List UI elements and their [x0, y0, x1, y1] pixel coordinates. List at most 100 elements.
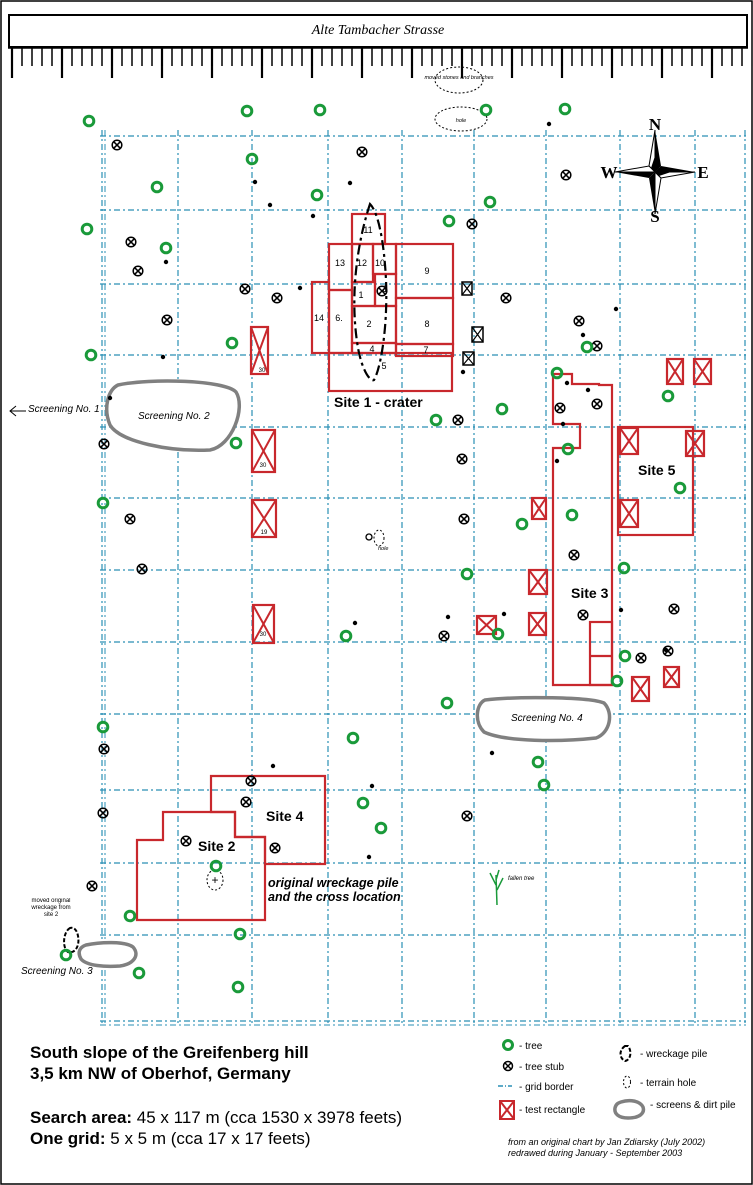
tree-stub-icon — [356, 146, 368, 158]
dot-marker — [585, 387, 591, 393]
tree-icon — [661, 389, 675, 403]
tree-stub-icon — [577, 609, 589, 621]
tree-icon — [209, 859, 223, 873]
test-rectangle — [250, 498, 278, 539]
cell-10: 10 — [375, 258, 385, 268]
hole-top-note: hole — [456, 118, 466, 124]
cross-symbol: + — [211, 873, 218, 887]
screening-no-2-label: Screening No. 2 — [138, 411, 210, 422]
tree-icon — [440, 696, 454, 710]
dot-marker — [270, 763, 276, 769]
rect-num-30c: 30 — [260, 632, 267, 638]
legend-tree-icon — [502, 1039, 514, 1051]
tree-icon — [460, 567, 474, 581]
tree-icon — [245, 152, 259, 166]
tree-icon — [537, 778, 551, 792]
legend-screens-label: - screens & dirt pile — [650, 1100, 736, 1111]
test-rectangle-cross — [666, 358, 684, 385]
tree-icon — [240, 104, 254, 118]
cell-9: 9 — [424, 266, 429, 276]
tree-icon — [229, 436, 243, 450]
tree-icon — [96, 720, 110, 734]
site3-outline — [551, 372, 614, 687]
test-rectangle — [665, 357, 685, 386]
site1-cells — [310, 212, 455, 393]
tree-stub-icon — [635, 652, 647, 664]
cell-numbers: 11 13 12 10 9 1 3 14 6. 2 8 4 7 5 — [314, 225, 430, 371]
dot-marker — [460, 369, 466, 375]
dot-marker — [163, 259, 169, 265]
tree-stub-icon — [458, 513, 470, 525]
test-rectangle-cross — [693, 358, 712, 385]
tree-icon — [610, 674, 624, 688]
tree-stub-icon — [573, 315, 585, 327]
moved-stones-outline — [434, 66, 484, 94]
cell-3: 3 — [382, 284, 387, 294]
cell-5: 5 — [381, 361, 386, 371]
dot-marker — [297, 285, 303, 291]
tree-icon — [159, 241, 173, 255]
test-rectangle-cross — [251, 499, 277, 538]
site2-label: Site 2 — [198, 838, 236, 854]
test-rectangle — [475, 614, 498, 636]
hole-mid-outline — [373, 529, 385, 547]
site4-label: Site 4 — [266, 808, 304, 824]
tree-stub-icon — [560, 169, 572, 181]
dot-marker — [445, 614, 451, 620]
tree-stub-icon — [132, 265, 144, 277]
moved-wreckage-note-box: moved original wreckage from site 2 — [31, 898, 71, 918]
legend-stub-label: - tree stub — [519, 1062, 564, 1073]
compass-e: E — [697, 163, 708, 182]
moved-wreckage-note: moved original wreckage from site 2 — [31, 898, 71, 918]
tree-icon — [80, 222, 94, 236]
dot-marker — [107, 395, 113, 401]
hole-top-outline — [434, 106, 488, 132]
one-grid-label: One grid: — [30, 1129, 106, 1148]
trees — [59, 102, 687, 994]
site5-label: Site 5 — [638, 462, 676, 478]
black-marker-cross — [471, 326, 484, 343]
test-rectangle — [618, 426, 640, 456]
test-rectangle — [692, 357, 713, 386]
test-rectangle — [527, 568, 549, 596]
cell-1: 1 — [358, 290, 363, 300]
tree-stub-icon — [111, 139, 123, 151]
cell-11: 11 — [363, 225, 372, 235]
cell-7: 7 — [423, 345, 428, 355]
legend-wreckage-label: - wreckage pile — [640, 1049, 708, 1060]
test-rectangle — [684, 429, 706, 458]
dot-marker — [554, 458, 560, 464]
test-rectangle — [530, 496, 548, 521]
rect-num-19: 19 — [261, 530, 268, 536]
title-line-2: 3,5 km NW of Oberhof, Germany — [30, 1064, 291, 1083]
black-marker-box — [462, 351, 475, 366]
tree-stub-icon — [591, 398, 603, 410]
screening-no-1-arrow — [9, 405, 26, 417]
test-rectangle-cross — [631, 676, 650, 702]
one-grid-value: 5 x 5 m (cca 17 x 17 feets) — [105, 1129, 311, 1148]
compass-w: W — [601, 163, 618, 182]
cell-13: 13 — [335, 258, 345, 268]
black-marker-box — [471, 326, 484, 343]
tree-icon — [96, 496, 110, 510]
tree-stub-icon — [568, 549, 580, 561]
test-rectangle-cross — [528, 569, 548, 595]
site5-outline — [616, 425, 695, 537]
legend-rect-icon — [499, 1100, 515, 1120]
test-rectangle — [662, 665, 681, 689]
rect-numbers: 30 30 19 30 — [259, 368, 268, 638]
test-rectangle — [250, 428, 277, 474]
cell-4: 4 — [369, 344, 374, 354]
credit-note: from an original chart by Jan Zdiarsky (… — [508, 1137, 705, 1159]
tree-stub-icon — [240, 796, 252, 808]
test-rectangle-cross — [252, 604, 275, 644]
tree-stubs — [86, 139, 680, 892]
cell-12: 12 — [357, 258, 367, 268]
test-rectangle-cross — [251, 429, 276, 473]
screening-no-4-pile — [475, 695, 612, 743]
tree-icon — [82, 114, 96, 128]
tree-icon — [429, 413, 443, 427]
tree-icon — [356, 796, 370, 810]
legend-wreckage-icon — [619, 1045, 632, 1063]
tree-icon — [231, 980, 245, 994]
